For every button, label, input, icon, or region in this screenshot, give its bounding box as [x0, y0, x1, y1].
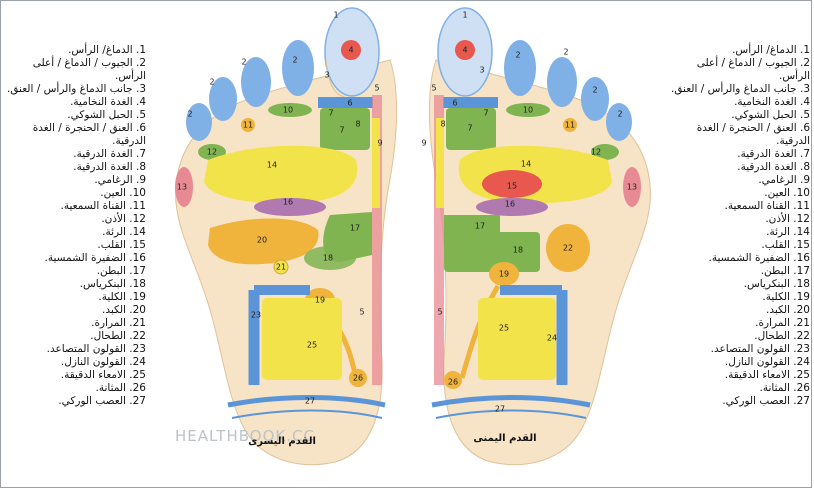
zone-label: 16	[505, 200, 515, 209]
zone-label: 18	[323, 254, 333, 263]
zone-label: 17	[475, 222, 485, 231]
right-zone-pancreas	[444, 232, 540, 272]
zone-label: 15	[507, 182, 517, 191]
zone-label: 13	[627, 183, 637, 192]
left-toe-2	[282, 40, 314, 96]
zone-label: 20	[257, 236, 267, 245]
zone-label: 18	[513, 246, 523, 255]
right-toe-4	[581, 77, 609, 121]
zone-label: 25	[307, 341, 317, 350]
right-zone-lung	[459, 146, 612, 204]
zone-label: 27	[305, 397, 315, 406]
zone-label: 2	[209, 78, 214, 87]
left-zone-neck	[318, 97, 373, 108]
zone-label: 22	[563, 244, 573, 253]
zone-label: 16	[283, 198, 293, 207]
zone-label: 2	[241, 58, 246, 67]
zone-label: 23	[251, 311, 261, 320]
zone-label: 7	[328, 109, 333, 118]
zone-label: 19	[315, 296, 325, 305]
zone-label: 1	[462, 11, 467, 20]
zone-label: 9	[421, 139, 426, 148]
zone-label: 24	[547, 334, 557, 343]
zone-label: 2	[515, 51, 520, 60]
zone-label: 2	[563, 48, 568, 57]
zone-label: 4	[462, 46, 467, 55]
zone-label: 11	[243, 121, 253, 130]
right-zone-trachea	[436, 118, 444, 208]
zone-label: 10	[523, 106, 533, 115]
left-zone-small-intestine	[262, 298, 342, 380]
zone-label: 5	[437, 308, 442, 317]
zone-label: 7	[483, 109, 488, 118]
zone-label: 2	[292, 56, 297, 65]
zone-label: 1	[333, 11, 338, 20]
zone-label: 8	[355, 120, 360, 129]
zone-label: 12	[207, 148, 217, 157]
zone-label: 13	[177, 183, 187, 192]
zone-label: 6	[347, 99, 352, 108]
zone-label: 6	[452, 99, 457, 108]
zone-label: 5	[359, 308, 364, 317]
zone-label: 3	[479, 66, 484, 75]
left-zone-lung	[204, 146, 357, 204]
zone-label: 4	[348, 46, 353, 55]
left-foot-title: القدم اليسرى	[248, 436, 316, 447]
zone-label: 2	[617, 110, 622, 119]
zone-label: 19	[499, 270, 509, 279]
zone-label: 27	[495, 405, 505, 414]
zone-label: 14	[267, 161, 277, 170]
zone-label: 14	[521, 160, 531, 169]
zone-label: 9	[377, 139, 382, 148]
right-toe-2	[504, 40, 536, 96]
zone-label: 7	[339, 126, 344, 135]
left-foot	[175, 8, 397, 465]
zone-label: 25	[499, 324, 509, 333]
zone-label: 3	[324, 71, 329, 80]
right-foot	[429, 8, 650, 465]
zone-label: 5	[374, 84, 379, 93]
right-zone-small-intestine	[478, 298, 556, 380]
zone-label: 2	[187, 110, 192, 119]
zone-label: 5	[431, 84, 436, 93]
zone-label: 17	[350, 224, 360, 233]
left-zone-trachea	[372, 118, 380, 208]
zone-label: 26	[353, 374, 363, 383]
zone-label: 11	[565, 121, 575, 130]
zone-label: 7	[467, 124, 472, 133]
right-toe-3	[547, 57, 577, 107]
right-zone-neck	[443, 97, 498, 108]
zone-label: 8	[440, 120, 445, 129]
zone-label: 26	[448, 378, 458, 387]
zone-label: 21	[276, 263, 286, 272]
zone-label: 12	[591, 148, 601, 157]
zone-label: 10	[283, 106, 293, 115]
zone-label: 2	[592, 86, 597, 95]
right-foot-title: القدم اليمنى	[473, 433, 536, 444]
